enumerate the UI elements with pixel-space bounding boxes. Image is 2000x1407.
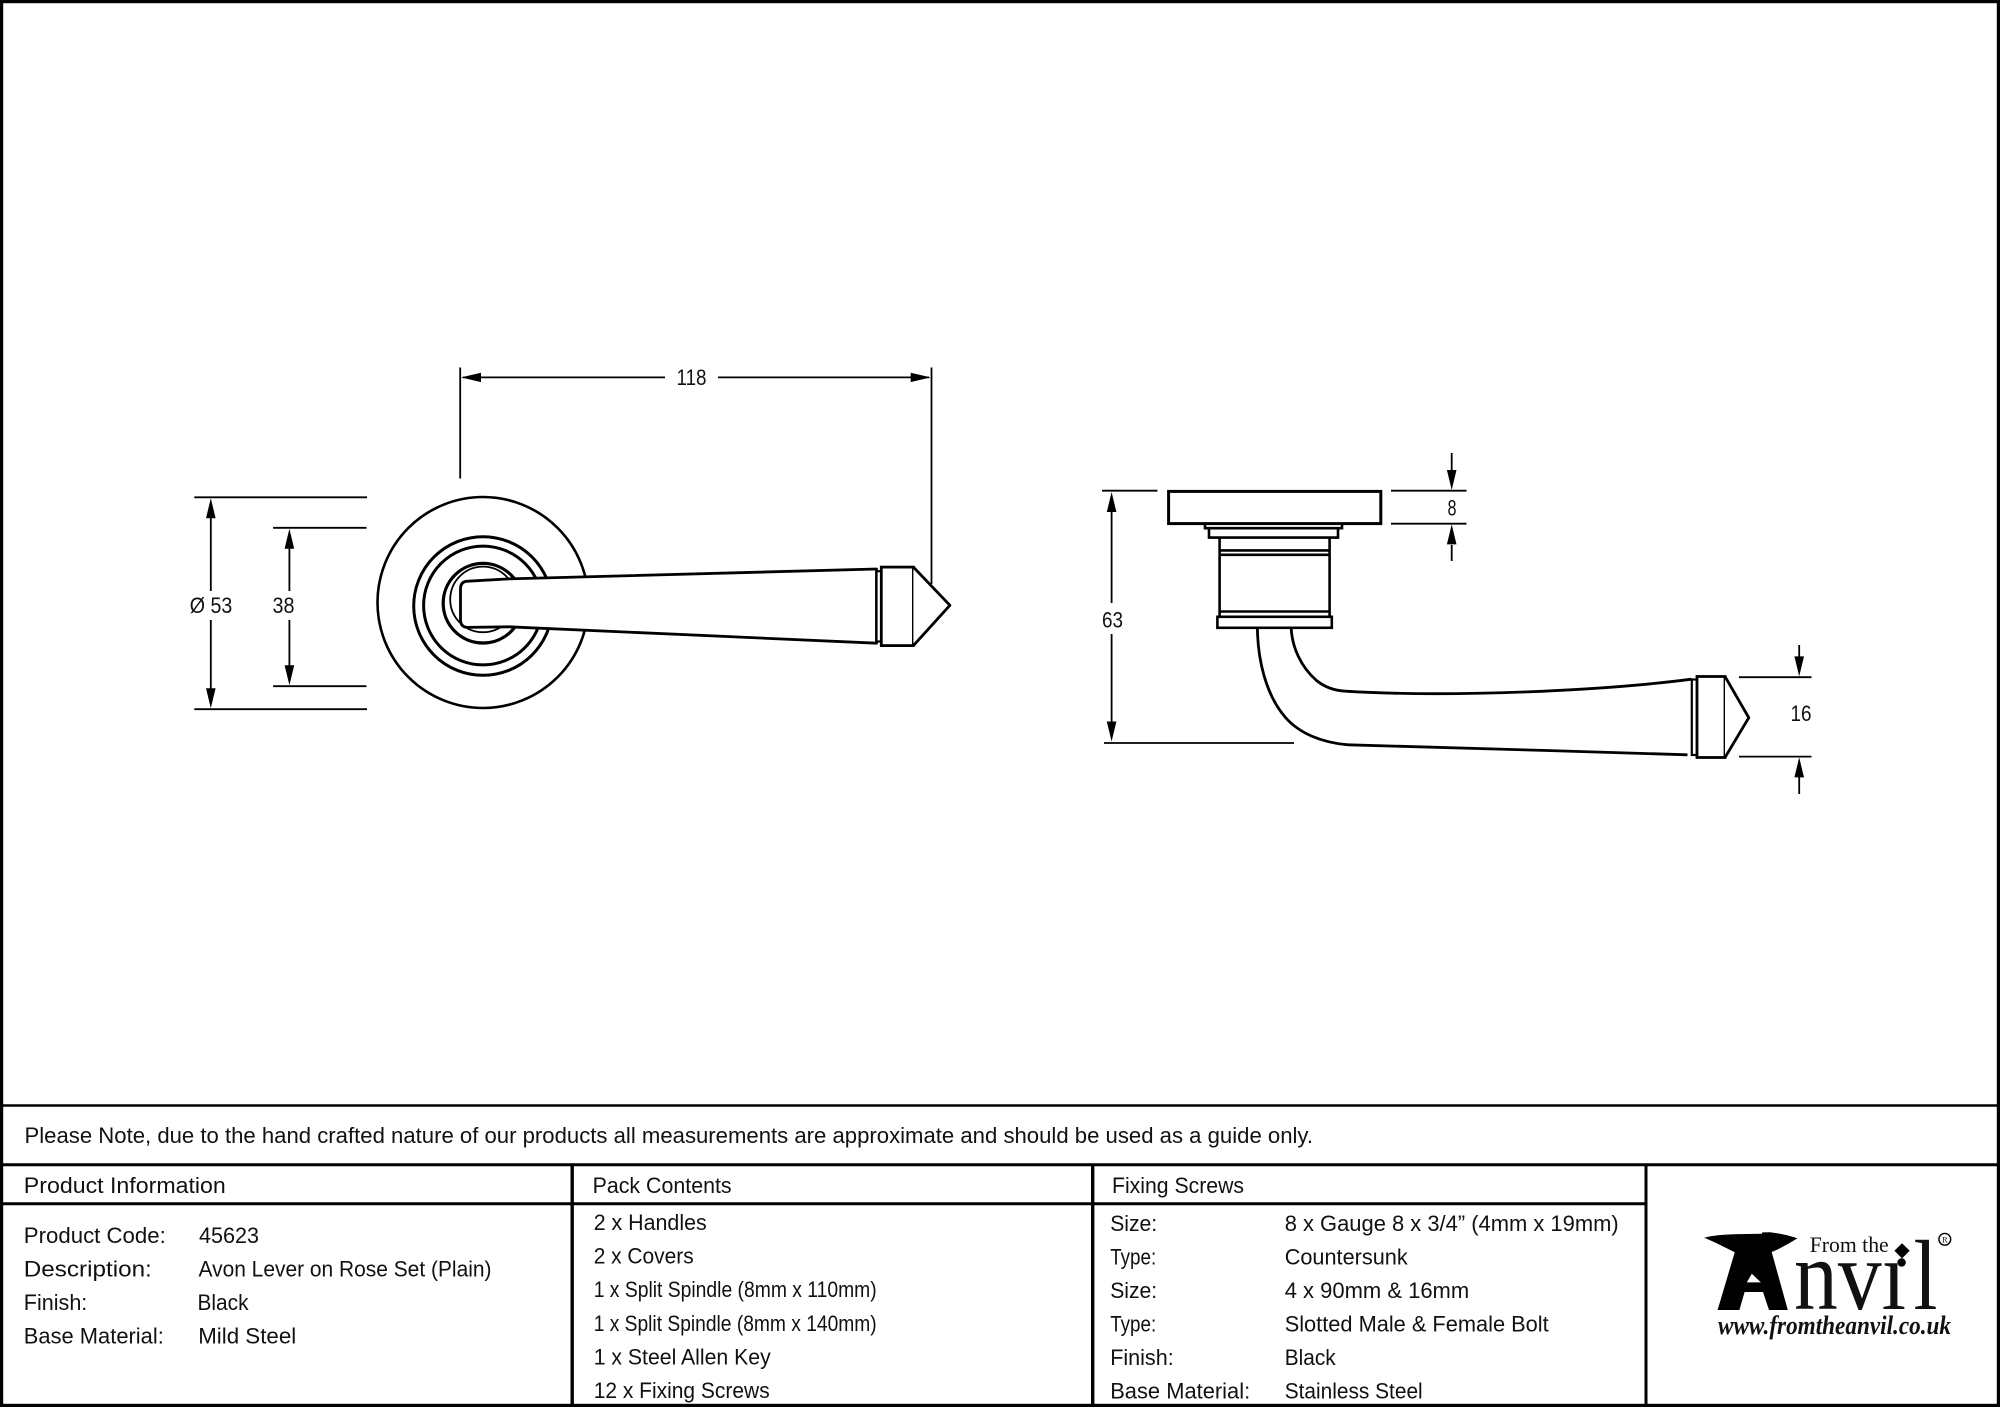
svg-text:2 x Covers: 2 x Covers [594,1244,694,1269]
svg-text:Type:: Type: [1110,1312,1156,1337]
svg-text:www.fromtheanvil.co.uk: www.fromtheanvil.co.uk [1718,1311,1951,1340]
svg-text:nvı: nvı [1794,1220,1906,1331]
svg-text:38: 38 [273,593,295,618]
svg-text:118: 118 [677,365,707,390]
svg-text:Countersunk: Countersunk [1285,1245,1409,1270]
svg-text:45623: 45623 [199,1223,259,1248]
svg-text:l: l [1914,1220,1938,1331]
svg-text:Black: Black [1285,1345,1337,1370]
svg-text:Size:: Size: [1110,1278,1157,1303]
svg-text:4 x 90mm & 16mm: 4 x 90mm & 16mm [1285,1278,1470,1303]
svg-text:From the: From the [1810,1232,1889,1257]
svg-text:Base Material:: Base Material: [24,1324,164,1349]
svg-text:Slotted Male & Female Bolt: Slotted Male & Female Bolt [1285,1312,1550,1337]
svg-text:Size:: Size: [1110,1211,1157,1236]
svg-text:Finish:: Finish: [1110,1345,1174,1370]
svg-text:Type:: Type: [1110,1245,1156,1270]
svg-text:Product Information: Product Information [24,1173,226,1198]
svg-text:8 x Gauge 8 x 3/4” (4mm x 19mm: 8 x Gauge 8 x 3/4” (4mm x 19mm) [1285,1211,1619,1236]
svg-text:Black: Black [198,1290,250,1315]
svg-text:Please Note, due to the hand c: Please Note, due to the hand crafted nat… [25,1123,1314,1148]
svg-text:Avon Lever on Rose Set (Plain): Avon Lever on Rose Set (Plain) [199,1257,492,1282]
svg-text:R: R [1942,1234,1948,1244]
svg-text:Pack Contents: Pack Contents [593,1173,732,1198]
svg-text:1 x Steel Allen Key: 1 x Steel Allen Key [594,1344,772,1369]
svg-text:Mild Steel: Mild Steel [198,1324,296,1349]
svg-text:Base Material:: Base Material: [1110,1379,1250,1404]
svg-text:1 x Split Spindle (8mm x 140mm: 1 x Split Spindle (8mm x 140mm) [594,1311,877,1336]
svg-text:Finish:: Finish: [24,1290,88,1315]
svg-text:Product Code:: Product Code: [24,1223,166,1248]
svg-text:Ø 53: Ø 53 [190,593,233,618]
svg-text:63: 63 [1102,607,1123,632]
svg-text:12 x Fixing Screws: 12 x Fixing Screws [594,1378,770,1403]
svg-text:2 x Handles: 2 x Handles [594,1210,707,1235]
svg-text:Description:: Description: [24,1257,152,1282]
svg-text:16: 16 [1791,701,1812,726]
svg-text:Fixing Screws: Fixing Screws [1112,1173,1244,1198]
svg-text:Stainless Steel: Stainless Steel [1285,1379,1423,1404]
svg-text:8: 8 [1448,495,1457,520]
svg-text:1 x Split Spindle (8mm x 110mm: 1 x Split Spindle (8mm x 110mm) [594,1277,877,1302]
